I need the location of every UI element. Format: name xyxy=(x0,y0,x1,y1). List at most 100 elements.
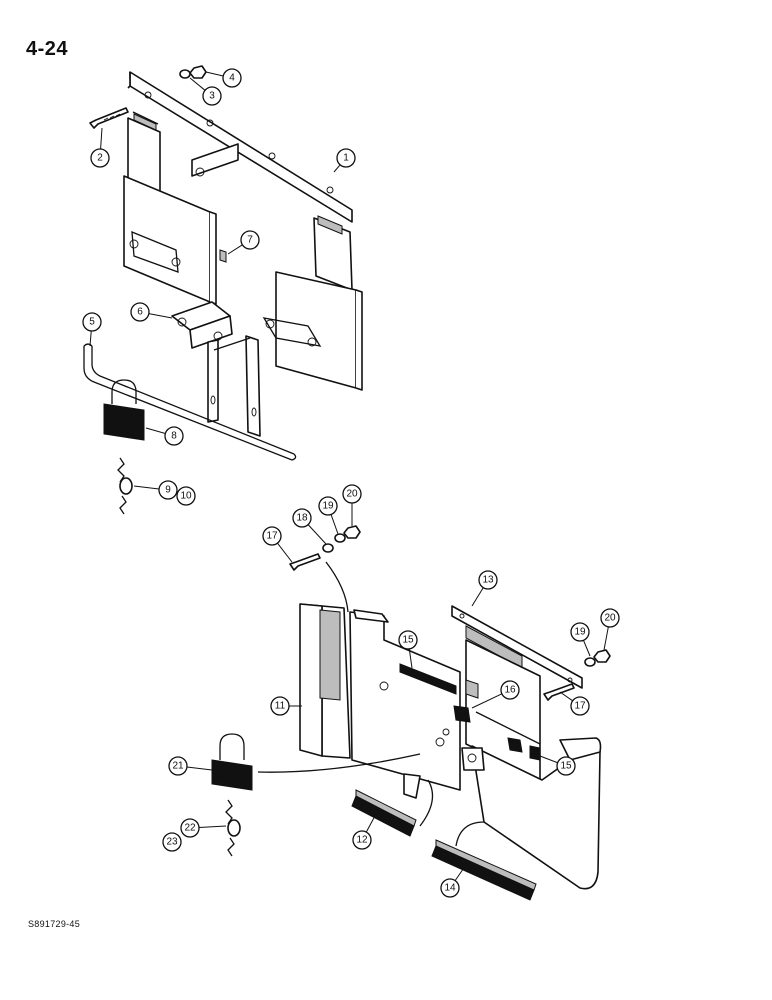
callout-6: 6 xyxy=(130,302,173,322)
callout-circle xyxy=(262,526,282,546)
callout-leader-line xyxy=(559,691,573,702)
callout-number: 7 xyxy=(247,235,253,246)
callout-17: 17 xyxy=(559,691,590,716)
callout-1: 1 xyxy=(333,148,356,173)
callout-leader-line xyxy=(408,648,413,669)
callout-number: 16 xyxy=(504,685,516,696)
callout-leader-line xyxy=(583,640,591,657)
callout-leader-line xyxy=(471,693,503,709)
callout-circle xyxy=(600,608,620,628)
callout-8: 8 xyxy=(145,426,184,446)
callout-circle xyxy=(342,484,362,504)
callout-leader-line xyxy=(307,524,327,545)
figure-id: S891729-45 xyxy=(28,919,81,929)
callout-3: 3 xyxy=(189,77,222,106)
keys-icon xyxy=(117,457,133,515)
callout-leader-line xyxy=(603,626,609,651)
callout-14: 14 xyxy=(440,861,469,898)
callout-circle xyxy=(176,486,196,506)
callout-number: 20 xyxy=(604,613,616,624)
callout-leader-line xyxy=(89,330,92,347)
callout-circle xyxy=(168,756,188,776)
callout-19: 19 xyxy=(570,622,591,657)
keys-icon xyxy=(225,799,241,857)
callout-circle xyxy=(500,680,520,700)
callout-leader-line xyxy=(133,485,160,490)
callout-circle xyxy=(162,832,182,852)
callout-leader-line xyxy=(333,164,341,173)
callout-number: 1 xyxy=(343,153,349,164)
callout-number: 17 xyxy=(574,701,586,712)
callout-number: 19 xyxy=(574,627,586,638)
callout-9: 9 xyxy=(133,480,178,500)
callout-number: 3 xyxy=(209,91,215,102)
callout-19: 19 xyxy=(318,496,339,535)
padlock-icon xyxy=(103,379,145,441)
callout-circle xyxy=(556,756,576,776)
callout-number: 5 xyxy=(89,317,95,328)
callout-18: 18 xyxy=(292,508,327,545)
callout-7: 7 xyxy=(227,230,260,255)
callout-number: 18 xyxy=(296,513,308,524)
callout-number: 15 xyxy=(560,761,572,772)
callout-leader-line xyxy=(145,427,166,435)
callout-circle xyxy=(318,496,338,516)
callout-13: 13 xyxy=(471,570,498,607)
callout-15: 15 xyxy=(398,630,418,669)
callout-number: 4 xyxy=(229,73,235,84)
callout-leader-line xyxy=(148,313,173,319)
callout-number: 23 xyxy=(166,837,178,848)
callout-leader-line xyxy=(454,861,469,881)
callout-number: 14 xyxy=(444,883,456,894)
callout-number: 12 xyxy=(356,835,368,846)
callout-leader-line xyxy=(539,755,558,764)
callout-circle xyxy=(440,878,460,898)
counterweight-assembly xyxy=(257,525,611,901)
callout-number: 22 xyxy=(184,823,196,834)
callout-leader-line xyxy=(330,514,339,535)
callout-number: 13 xyxy=(482,575,494,586)
callout-15: 15 xyxy=(539,755,576,776)
callout-number: 2 xyxy=(97,153,103,164)
callout-5: 5 xyxy=(82,312,102,347)
callout-number: 15 xyxy=(402,635,414,646)
padlock-icon xyxy=(211,733,253,791)
callout-leader-line xyxy=(189,77,206,91)
callout-2: 2 xyxy=(90,127,110,168)
callout-leader-line xyxy=(227,244,243,255)
callout-circle xyxy=(478,570,498,590)
callout-circle xyxy=(240,230,260,250)
callout-number: 11 xyxy=(275,701,286,712)
callout-leader-line xyxy=(471,587,484,607)
callout-circle xyxy=(570,622,590,642)
callout-17: 17 xyxy=(262,526,293,563)
callout-circle xyxy=(570,696,590,716)
callout-16: 16 xyxy=(471,680,520,709)
callout-20: 20 xyxy=(600,608,620,651)
callout-21: 21 xyxy=(168,756,213,776)
callout-leader-line xyxy=(277,542,293,563)
callout-layer: 1234567891011121314151516171718191920202… xyxy=(82,68,620,898)
callout-circle xyxy=(398,630,418,650)
callout-number: 6 xyxy=(137,307,143,318)
callout-10: 10 xyxy=(176,486,196,506)
callout-22: 22 xyxy=(180,818,227,838)
callout-number: 8 xyxy=(171,431,177,442)
callout-leader-line xyxy=(186,766,213,771)
callout-circle xyxy=(158,480,178,500)
callout-circle xyxy=(292,508,312,528)
callout-circle xyxy=(90,148,110,168)
callout-11: 11 xyxy=(270,696,302,716)
callout-20: 20 xyxy=(342,484,362,526)
callout-circle xyxy=(180,818,200,838)
callout-12: 12 xyxy=(352,813,377,850)
callout-circle xyxy=(222,68,242,88)
mounting-plate-assembly xyxy=(83,65,363,461)
callout-circle xyxy=(202,86,222,106)
page-number: 4-24 xyxy=(26,38,69,60)
callout-circle xyxy=(336,148,356,168)
callout-23: 23 xyxy=(162,832,182,852)
callout-number: 17 xyxy=(266,531,278,542)
